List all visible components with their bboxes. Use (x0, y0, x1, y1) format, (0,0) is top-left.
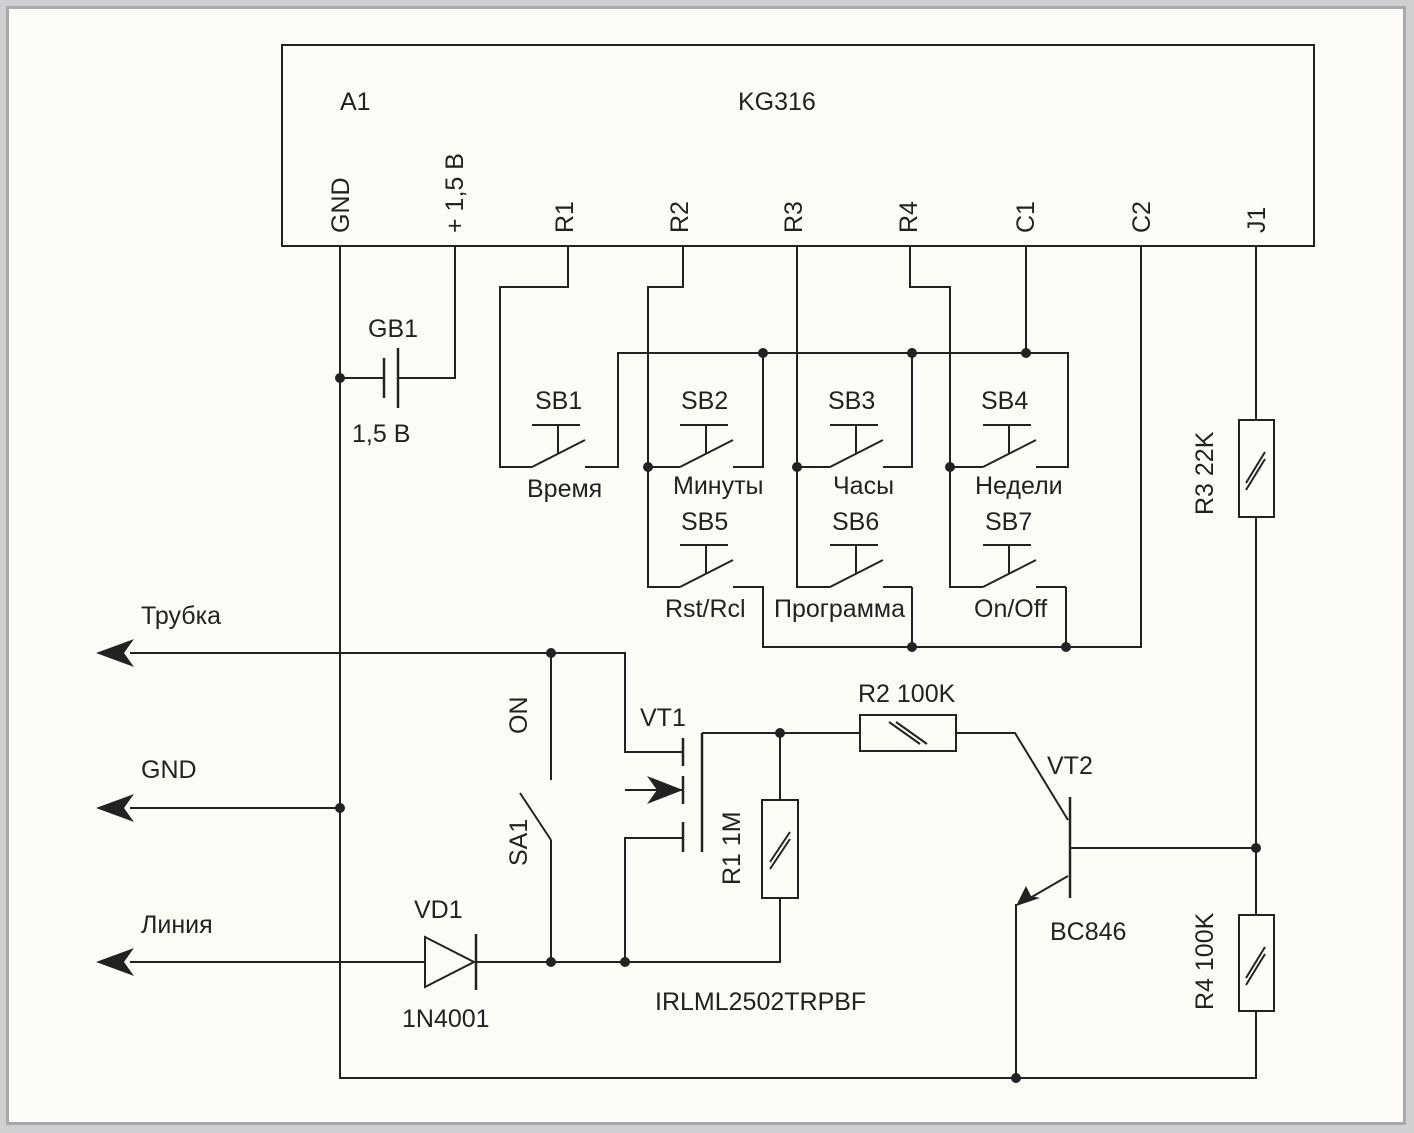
pin-r3: R3 (780, 201, 808, 233)
terminal-label: Линия (141, 911, 213, 939)
battery-value: 1,5 В (352, 420, 410, 448)
button-ref: SB4 (981, 387, 1028, 415)
button-ref: SB5 (681, 508, 728, 536)
push-button-sb4: SB4 Недели (975, 387, 1063, 500)
button-ref: SB6 (832, 508, 879, 536)
chip-a1: A1 KG316 GND + 1,5 В R1 R2 R3 R4 C1 C2 J… (281, 44, 1315, 247)
pin-r1: R1 (551, 201, 579, 233)
junction (1251, 843, 1261, 853)
junction (546, 957, 556, 967)
pin-r4: R4 (895, 201, 923, 233)
pin-c1: C1 (1012, 201, 1040, 233)
terminal-label: GND (141, 756, 197, 784)
button-label: Время (527, 475, 602, 503)
vt2-part: BC846 (1050, 918, 1126, 946)
chip-ref: A1 (340, 88, 371, 116)
terminal-label: Трубка (141, 602, 221, 630)
pin-r2: R2 (666, 201, 694, 233)
junction (775, 728, 785, 738)
button-label: Rst/Rcl (665, 595, 746, 623)
transistor-vt2: VT2 BC846 (1016, 752, 1126, 946)
junction (335, 803, 345, 813)
battery-gb1: GB1 1,5 В (352, 315, 418, 448)
button-label: On/Off (974, 595, 1047, 623)
switch-sa1: ON SA1 (505, 697, 552, 866)
resistor-r3: R3 22K (1191, 419, 1275, 518)
junction (1021, 348, 1031, 358)
push-button-sb3: SB3 Часы (828, 387, 894, 500)
junction (335, 373, 345, 383)
pin-j1: J1 (1243, 207, 1271, 233)
vt2-arrow-icon (1016, 886, 1040, 906)
push-button-sb1: SB1 Время (527, 387, 602, 503)
button-ref: SB2 (681, 387, 728, 415)
chip-name: KG316 (738, 88, 816, 116)
battery-ref: GB1 (368, 315, 418, 343)
pin-vcc: + 1,5 В (441, 153, 469, 233)
vt1-arrow-icon (647, 776, 683, 804)
junction (643, 462, 653, 472)
button-label: Недели (975, 472, 1063, 500)
junctions (335, 348, 1261, 1083)
switch-ref: SA1 (505, 819, 533, 866)
vt1-part: IRLML2502TRPBF (655, 988, 866, 1016)
junction (907, 348, 917, 358)
vt2-ref: VT2 (1047, 752, 1093, 780)
pin-c2: C2 (1128, 201, 1156, 233)
resistor-label: R2 100K (858, 680, 956, 708)
terminal-handset: Трубка (96, 602, 221, 667)
push-button-sb7: SB7 On/Off (974, 508, 1047, 623)
resistor-label: R3 22K (1191, 431, 1219, 515)
push-button-sb2: SB2 Минуты (673, 387, 764, 500)
push-button-sb5: SB5 Rst/Rcl (665, 508, 746, 623)
button-ref: SB7 (985, 508, 1032, 536)
junction (1011, 1073, 1021, 1083)
junction (945, 462, 955, 472)
junction (620, 957, 630, 967)
button-ref: SB3 (828, 387, 875, 415)
pin-gnd: GND (327, 177, 355, 233)
diode-ref: VD1 (414, 896, 463, 924)
button-label: Программа (774, 595, 905, 623)
resistor-r4: R4 100K (1191, 912, 1275, 1012)
arrow-left-icon (96, 639, 134, 667)
diode-part: 1N4001 (402, 1005, 490, 1033)
junction (758, 348, 768, 358)
terminal-line: Линия (96, 911, 213, 976)
junction (792, 462, 802, 472)
button-ref: SB1 (535, 387, 582, 415)
arrow-left-icon (96, 948, 134, 976)
vt1-ref: VT1 (640, 704, 686, 732)
resistor-r1: R1 1M (718, 799, 799, 899)
terminal-gnd: GND (96, 756, 197, 822)
junction (546, 648, 556, 658)
button-label: Минуты (673, 472, 764, 500)
junction (1061, 642, 1071, 652)
resistor-label: R4 100K (1191, 912, 1219, 1010)
push-button-sb6: SB6 Программа (774, 508, 905, 623)
resistor-r2: R2 100K (858, 680, 957, 752)
button-label: Часы (833, 472, 894, 500)
arrow-left-icon (96, 794, 134, 822)
junction (907, 642, 917, 652)
diode-vd1: VD1 1N4001 (402, 896, 490, 1033)
transistor-vt1: VT1 IRLML2502TRPBF (640, 704, 866, 1016)
wires (130, 246, 1257, 1079)
resistor-label: R1 1M (718, 811, 746, 885)
switch-state: ON (505, 697, 533, 735)
